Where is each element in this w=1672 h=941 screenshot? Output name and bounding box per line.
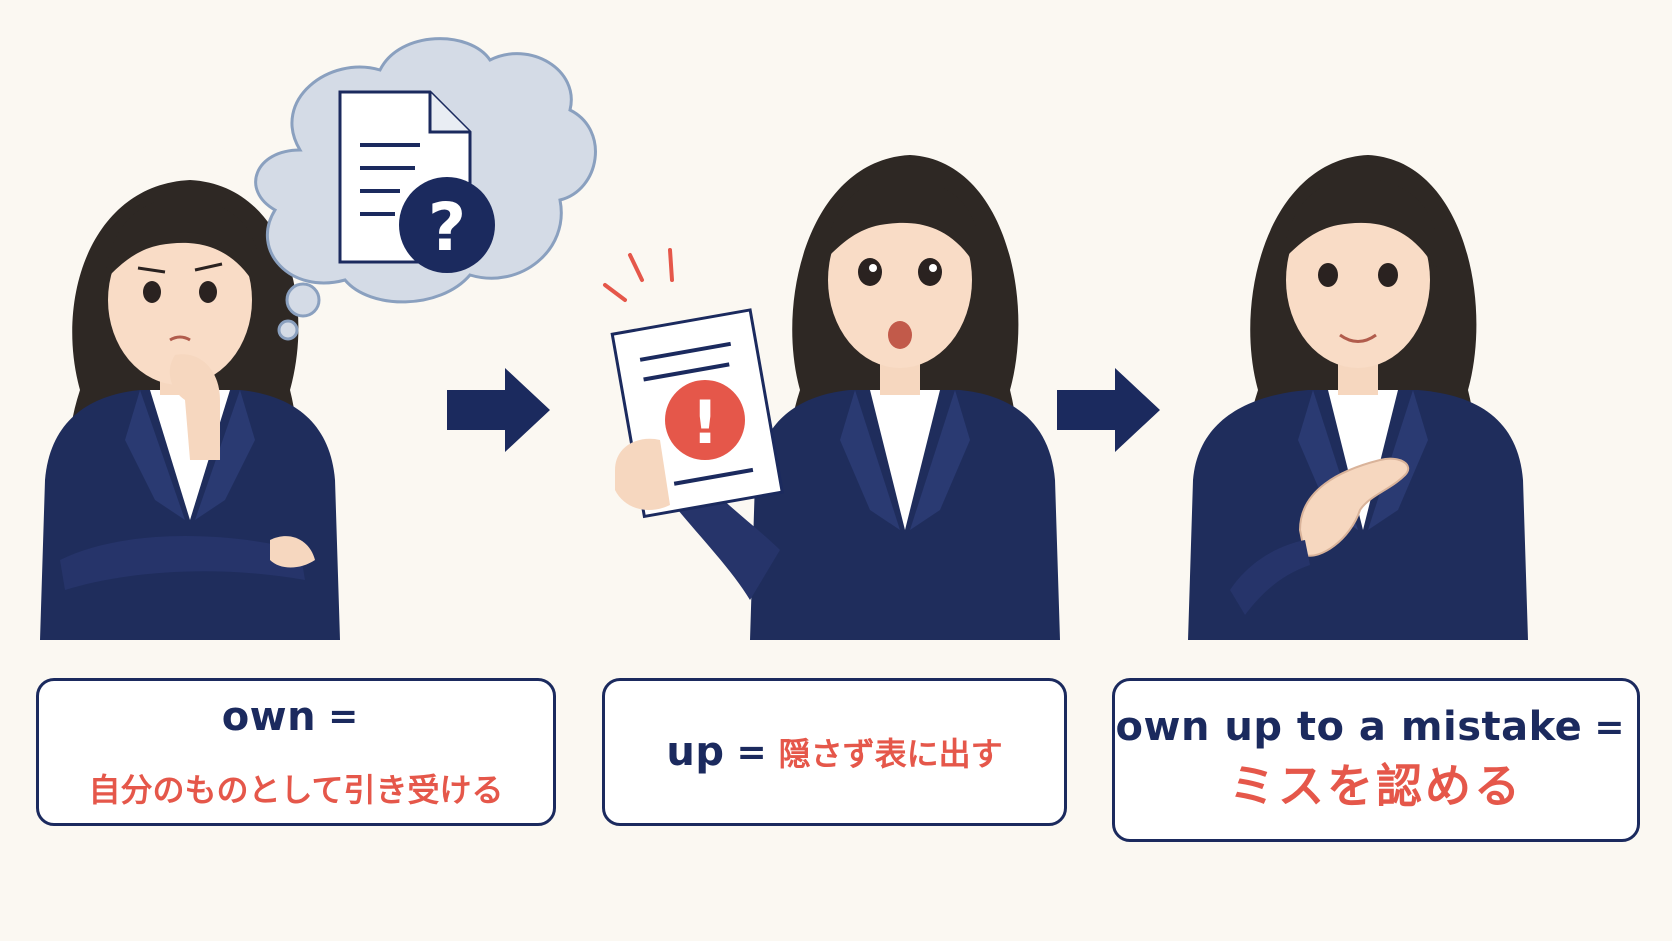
- surprised-woman: [640, 155, 1060, 640]
- caption-term: own up to a mistake: [1115, 704, 1583, 750]
- thinking-woman: [40, 180, 340, 640]
- question-mark-icon: ?: [399, 177, 495, 273]
- equals-sign: =: [328, 696, 359, 737]
- caption-meaning: 隠さず表に出す: [778, 735, 1003, 773]
- alert-lines: [603, 248, 674, 302]
- right-arrow-icon: [447, 368, 550, 452]
- svg-text:?: ?: [428, 189, 466, 266]
- admitting-woman: [1188, 155, 1528, 640]
- caption-term: own: [221, 693, 317, 740]
- hand-on-chest-icon: [1230, 457, 1410, 615]
- svg-text:!: !: [691, 388, 718, 458]
- right-arrow-icon: [1057, 368, 1160, 452]
- caption-box-own-up-to-a-mistake: own up to a mistake = ミスを認める: [1112, 678, 1640, 842]
- caption-meaning: 自分のものとして引き受ける: [88, 770, 504, 809]
- hand: [615, 438, 670, 510]
- caption-meaning: ミスを認める: [1229, 759, 1523, 813]
- exclamation-icon: !: [665, 380, 745, 460]
- caption-box-own: own = 自分のものとして引き受ける: [36, 678, 556, 826]
- equals-sign: =: [1594, 706, 1625, 748]
- caption-term: up: [666, 729, 725, 775]
- caption-box-up: up = 隠さず表に出す: [602, 678, 1067, 826]
- equals-sign: =: [736, 731, 767, 773]
